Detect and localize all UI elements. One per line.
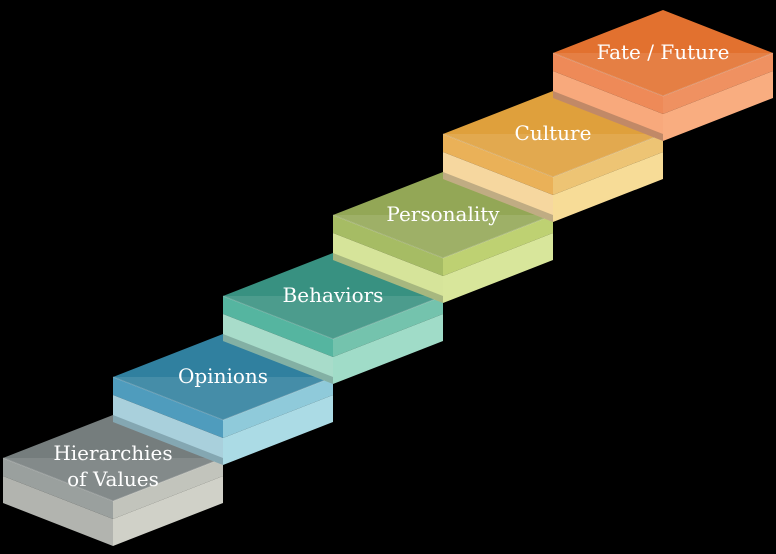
face-left-lower (553, 71, 663, 141)
face-left-upper (3, 458, 113, 519)
step-label: Opinions (178, 364, 268, 388)
face-right-lower (333, 314, 443, 384)
face-left-lower (333, 233, 443, 303)
face-left-upper (553, 53, 663, 114)
face-top-highlight (223, 296, 443, 339)
face-right-lower (443, 233, 553, 303)
face-left-lower (223, 314, 333, 384)
face-top-highlight (3, 458, 223, 501)
face-right-upper (443, 215, 553, 276)
step-label: of Values (67, 467, 159, 491)
face-right-upper (663, 53, 773, 114)
face-right-lower (663, 71, 773, 141)
face-top-highlight (113, 377, 333, 420)
face-left-lower (3, 476, 113, 546)
junction-shade (113, 415, 223, 465)
face-left-lower (113, 395, 223, 465)
face-right-upper (223, 377, 333, 438)
face-right-upper (553, 134, 663, 195)
face-left-upper (113, 377, 223, 438)
top-edge-line (2, 457, 224, 502)
face-left-upper (333, 215, 443, 276)
face-top-highlight (333, 215, 553, 258)
junction-shade (443, 172, 553, 222)
step-label: Culture (515, 121, 592, 145)
face-left-upper (443, 134, 553, 195)
face-left-lower (443, 152, 553, 222)
top-edge-line (222, 295, 444, 340)
junction-shade (223, 334, 333, 384)
face-left-upper (223, 296, 333, 357)
top-edge-line (442, 133, 664, 178)
face-right-upper (113, 458, 223, 519)
top-edge-line (552, 52, 774, 97)
step-label: Personality (386, 202, 500, 226)
step-label: Behaviors (283, 283, 384, 307)
step-label: Fate / Future (597, 40, 730, 64)
face-top-highlight (553, 53, 773, 96)
junction-shade (333, 253, 443, 303)
face-right-upper (333, 296, 443, 357)
top-edge-line (112, 376, 334, 421)
step-fate-future: Fate / Future (552, 10, 774, 141)
face-right-lower (553, 152, 663, 222)
face-top-highlight (443, 134, 663, 177)
top-edge-line (332, 214, 554, 259)
step-label: Hierarchies (53, 441, 172, 465)
face-right-lower (223, 395, 333, 465)
face-right-lower (113, 476, 223, 546)
junction-shade (553, 91, 663, 141)
